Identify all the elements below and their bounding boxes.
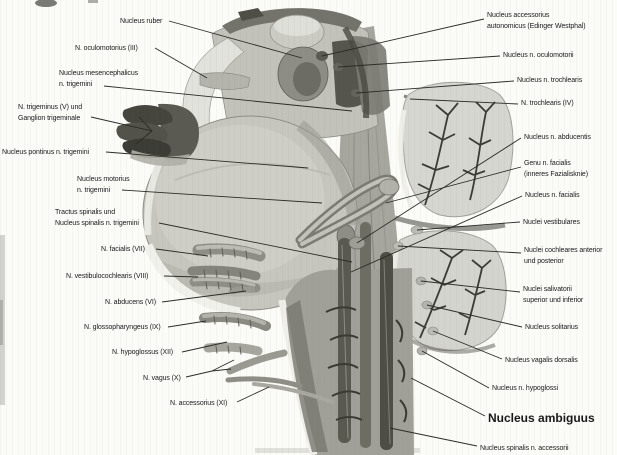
- leader-line: [121, 189, 323, 204]
- leader-line: [161, 290, 247, 303]
- nerve-ring-texture: [203, 247, 252, 355]
- leader-line: [321, 18, 485, 57]
- facial-nerve-stump: [192, 243, 266, 262]
- leader-line: [420, 280, 521, 293]
- label-nucleus-mesencephalicus-n-trigemini: Nucleus mesencephalicus n. trigemini: [59, 70, 139, 88]
- leader-line: [350, 195, 523, 273]
- leader-line: [432, 330, 503, 360]
- label-n-facialis-vii: N. facialis (VII): [101, 246, 145, 253]
- abducens-nerve-stump: [229, 286, 255, 294]
- label-nucleus-n-trochlearis: Nucleus n. trochlearis: [517, 77, 583, 84]
- leader-line: [211, 368, 232, 372]
- trigeminal-stump: [116, 103, 199, 166]
- leader-line: [163, 275, 199, 278]
- arbor-vitae-upper: [417, 101, 496, 206]
- leader-line: [185, 370, 213, 378]
- leader-line: [135, 130, 153, 145]
- label-n-trigeminus-v-ganglion-trigeminale: N. trigeminus (V) und Ganglion trigemina…: [18, 104, 83, 122]
- label-nucleus-motorius-n-trigemini: Nucleus motorius n. trigemini: [77, 176, 130, 194]
- cranial-nerve-stumps: [187, 243, 334, 404]
- hypoglossal-nerve-stump: [203, 342, 263, 356]
- label-nucleus-ambiguus: Nucleus ambiguus: [488, 411, 595, 425]
- leader-line: [416, 221, 521, 231]
- leader-line: [103, 85, 353, 112]
- leader-line: [421, 350, 490, 389]
- leader-line: [154, 47, 208, 79]
- label-tractus-spinalis-nucleus-spinalis-n-trigemini: Tractus spinalis und Nucleus spinalis n.…: [55, 209, 139, 227]
- tract-column: [360, 222, 371, 448]
- label-nucleus-spinalis-n-accessorii: Nucleus spinalis n. accessorii: [480, 445, 569, 452]
- glossopharyngeal-nerve-stump: [199, 312, 271, 331]
- leader-line: [385, 166, 522, 204]
- midbrain: [182, 8, 416, 140]
- label-n-vestibulocochlearis-viii: N. vestibulocochlearis (VIII): [66, 273, 149, 280]
- leader-line: [211, 359, 235, 372]
- label-n-oculomotorius-iii: N. oculomotorius (III): [75, 45, 138, 52]
- label-nuclei-salivatorii: Nuclei salivatorii superior und inferior: [523, 286, 584, 304]
- label-nucleus-n-abducentis: Nucleus n. abducentis: [524, 134, 591, 141]
- leader-lines: [90, 18, 523, 447]
- label-nucleus-n-oculomotorii: Nucleus n. oculomotorii: [503, 52, 574, 59]
- leader-line: [105, 151, 309, 169]
- leader-line: [155, 248, 209, 257]
- label-n-hypoglossus-xii: N. hypoglossus (XII): [112, 349, 174, 356]
- leader-line: [168, 20, 303, 59]
- leader-line: [138, 116, 153, 132]
- arbor-vitae-lower: [414, 249, 492, 339]
- leader-line: [181, 341, 228, 353]
- medulla: [278, 222, 439, 455]
- nerve-rootlets: [325, 306, 408, 423]
- oculomotor-stump: [199, 72, 251, 90]
- label-nucleus-accessorius-autonomicus: Nucleus accessorius autonomicus (Edinger…: [487, 12, 586, 30]
- leader-line: [236, 386, 270, 403]
- cerebellar-fissure: [394, 215, 506, 232]
- label-n-vagus-x: N. vagus (X): [143, 375, 181, 382]
- accessory-nerve-stump: [252, 382, 334, 404]
- leader-line: [158, 222, 353, 263]
- label-nucleus-n-facialis: Nucleus n. facialis: [525, 192, 580, 199]
- leader-line: [409, 98, 519, 105]
- label-n-trochlearis-iv: N. trochlearis (IV): [521, 100, 574, 107]
- leader-line: [167, 320, 207, 328]
- leader-line: [410, 377, 486, 417]
- vagus-nerve-stump: [226, 349, 288, 375]
- vestibulocochlear-nerve-stump: [187, 265, 261, 281]
- leader-line: [426, 304, 523, 328]
- label-n-abducens-vi: N. abducens (VI): [105, 299, 156, 306]
- cerebellum-upper-lobe: [401, 81, 514, 218]
- leader-line: [389, 427, 478, 447]
- label-nucleus-pontinus-n-trigemini: Nucleus pontinus n. trigemini: [2, 149, 89, 156]
- label-n-glossopharyngeus-ix: N. glossopharyngeus (IX): [84, 324, 161, 331]
- label-nucleus-vagalis-dorsalis: Nucleus vagalis dorsalis: [505, 357, 578, 364]
- label-nucleus-n-hypoglossi: Nucleus n. hypoglossi: [492, 385, 558, 392]
- label-nuclei-vestibulares: Nuclei vestibulares: [523, 219, 580, 226]
- label-nucleus-solitarius: Nucleus solitarius: [525, 324, 579, 331]
- label-nucleus-ruber: Nucleus ruber: [120, 18, 163, 25]
- leader-line: [356, 137, 522, 244]
- label-nuclei-cochleares: Nuclei cochleares anterior und posterior: [524, 247, 603, 265]
- label-genu-n-facialis: Genu n. facialis (inneres Fazialisknie): [524, 160, 588, 178]
- leader-line: [397, 245, 522, 254]
- label-n-accessorius-xi: N. accessorius (XI): [170, 400, 228, 407]
- leader-line: [90, 116, 153, 132]
- leader-line: [355, 80, 515, 94]
- leader-line: [337, 55, 501, 68]
